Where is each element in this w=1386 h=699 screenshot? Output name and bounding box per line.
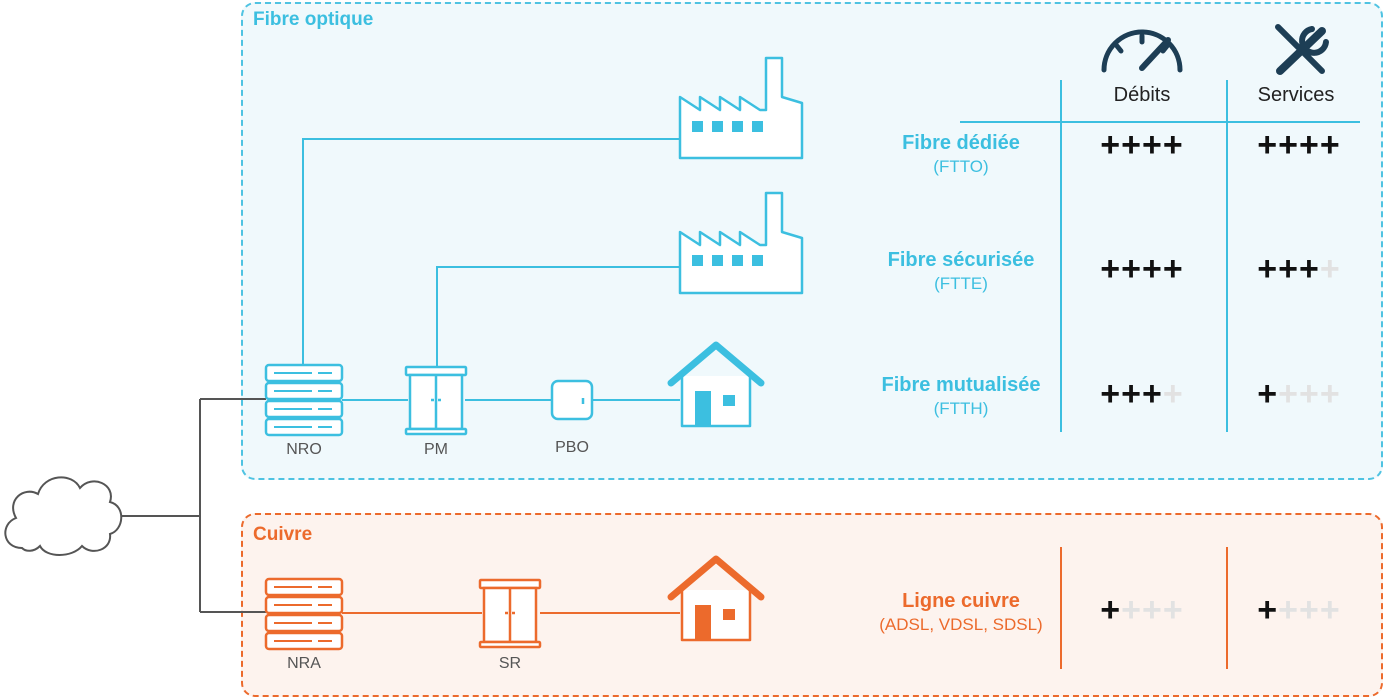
plus-mark-filled: + <box>1121 126 1142 164</box>
pm-label: PM <box>424 441 448 458</box>
ftto-line <box>302 138 680 365</box>
row-copper-name: Ligne cuivre <box>902 590 1020 612</box>
plus-mark-empty: + <box>1162 375 1184 413</box>
pm-cabinet-icon <box>404 365 468 436</box>
score-ftth-debits: ++++ <box>1077 375 1207 414</box>
row-ftte-code: (FTTE) <box>934 274 988 293</box>
tools-icon <box>1275 24 1329 75</box>
plus-mark-filled: + <box>1100 591 1122 629</box>
plus-mark-filled: + <box>1278 250 1299 288</box>
ftto-factory-icon <box>678 56 804 160</box>
nra-label: NRA <box>287 655 321 672</box>
plus-mark-empty: + <box>1162 591 1184 629</box>
plus-mark-filled: + <box>1142 375 1163 413</box>
table-divider-1 <box>1060 80 1062 432</box>
nro-label: NRO <box>286 441 322 458</box>
score-ftto-services: ++++ <box>1234 126 1364 165</box>
plus-mark-filled: + <box>1100 250 1122 288</box>
pbo-box-icon <box>550 379 594 421</box>
sr-cabinet-icon <box>478 578 542 649</box>
row-copper-code: (ADSL, VDSL, SDSL) <box>879 615 1043 634</box>
plus-mark-filled: + <box>1257 250 1279 288</box>
plus-mark-filled: + <box>1121 375 1142 413</box>
plus-mark-empty: + <box>1299 375 1320 413</box>
plus-mark-filled: + <box>1142 250 1163 288</box>
cloud-icon <box>4 476 123 556</box>
row-ftte-name: Fibre sécurisée <box>887 249 1035 271</box>
pbo-label: PBO <box>555 439 589 456</box>
row-ftto-code: (FTTO) <box>933 157 989 176</box>
plus-mark-empty: + <box>1278 375 1299 413</box>
speedometer-icon <box>1101 29 1183 73</box>
nro-rack-icon <box>264 363 344 437</box>
row-ftto-name: Fibre dédiée <box>902 132 1020 154</box>
plus-mark-empty: + <box>1319 375 1341 413</box>
row-ftto: Fibre dédiée (FTTO) <box>841 131 1081 179</box>
plus-mark-empty: + <box>1299 591 1320 629</box>
plus-mark-filled: + <box>1142 126 1163 164</box>
copper-divider-2 <box>1226 547 1228 669</box>
copper-zone-title: Cuivre <box>253 524 313 545</box>
copper-divider-1 <box>1060 547 1062 669</box>
plus-mark-filled: + <box>1162 126 1184 164</box>
table-header-rule <box>960 121 1360 123</box>
row-ftth: Fibre mutualisée (FTTH) <box>841 373 1081 421</box>
plus-mark-filled: + <box>1299 250 1320 288</box>
score-ftte-services: ++++ <box>1234 250 1364 289</box>
score-copper-services: ++++ <box>1234 591 1364 630</box>
ftte-line <box>436 266 680 368</box>
ftte-factory-icon <box>678 191 804 295</box>
plus-mark-filled: + <box>1278 126 1299 164</box>
score-ftte-debits: ++++ <box>1077 250 1207 289</box>
row-ftth-name: Fibre mutualisée <box>881 374 1041 396</box>
plus-mark-filled: + <box>1100 126 1122 164</box>
plus-mark-empty: + <box>1319 591 1341 629</box>
plus-mark-filled: + <box>1257 591 1279 629</box>
row-ftte: Fibre sécurisée (FTTE) <box>841 248 1081 296</box>
plus-mark-empty: + <box>1142 591 1163 629</box>
nra-rack-icon <box>264 577 344 651</box>
score-ftto-debits: ++++ <box>1077 126 1207 165</box>
fiber-zone-title: Fibre optique <box>253 9 374 30</box>
plus-mark-filled: + <box>1121 250 1142 288</box>
score-ftth-services: ++++ <box>1234 375 1364 414</box>
table-divider-2 <box>1226 80 1228 432</box>
plus-mark-filled: + <box>1257 375 1279 413</box>
plus-mark-empty: + <box>1121 591 1142 629</box>
plus-mark-empty: + <box>1319 250 1341 288</box>
services-column-header: Services <box>1257 84 1335 106</box>
copper-house-icon <box>667 555 765 642</box>
row-ftth-code: (FTTH) <box>933 399 989 418</box>
plus-mark-filled: + <box>1162 250 1184 288</box>
plus-mark-filled: + <box>1299 126 1320 164</box>
plus-mark-filled: + <box>1257 126 1279 164</box>
plus-mark-empty: + <box>1278 591 1299 629</box>
sr-label: SR <box>498 655 522 672</box>
ftth-house-icon <box>667 341 765 428</box>
plus-mark-filled: + <box>1100 375 1122 413</box>
plus-mark-filled: + <box>1319 126 1341 164</box>
debits-column-header: Débits <box>1113 84 1171 106</box>
copper-zone <box>241 513 1383 697</box>
score-copper-debits: ++++ <box>1077 591 1207 630</box>
row-copper: Ligne cuivre (ADSL, VDSL, SDSL) <box>841 589 1081 637</box>
